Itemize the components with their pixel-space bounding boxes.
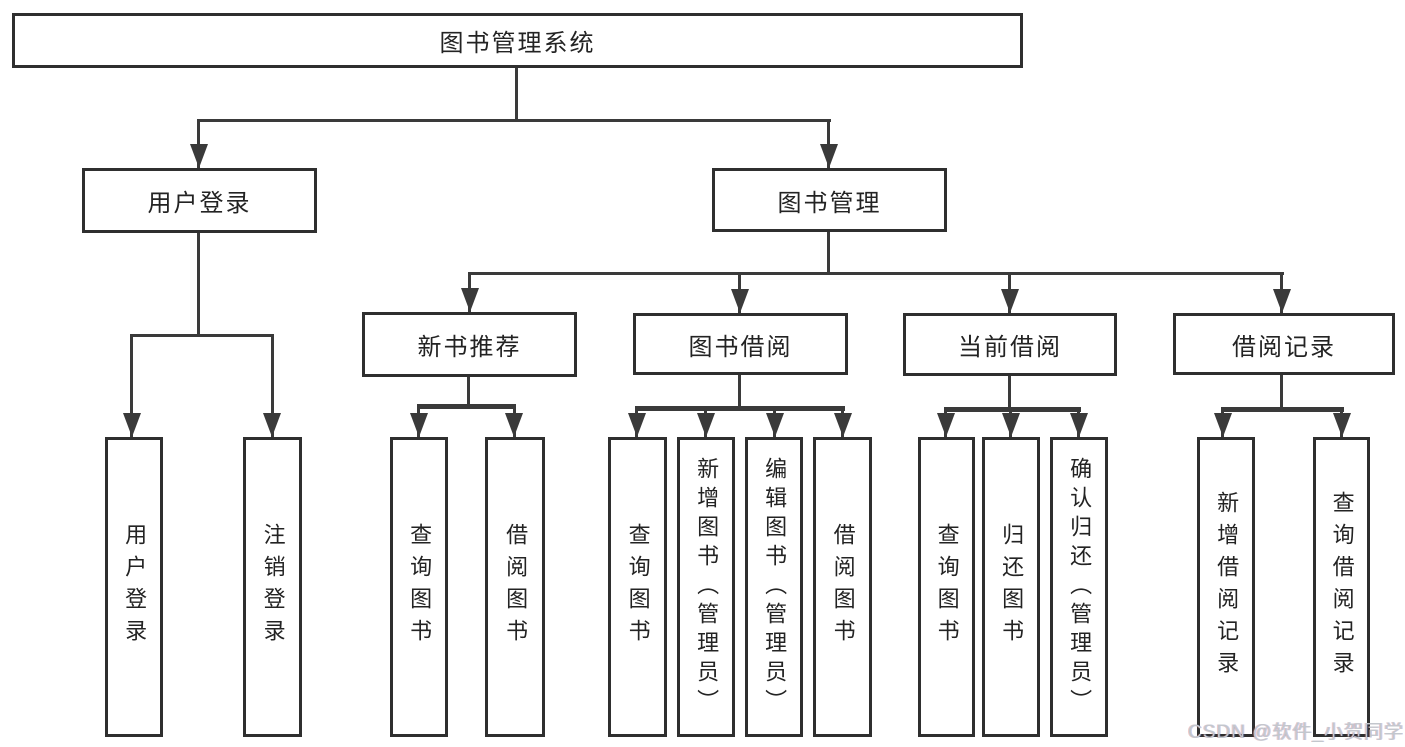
leaf-borrow-books: 借阅图书	[813, 437, 872, 737]
connector-line	[417, 404, 516, 409]
connector-line	[130, 334, 133, 437]
arrow-down-icon	[731, 289, 749, 313]
node-label: 借阅记录	[1232, 333, 1336, 361]
arrow-down-icon	[1273, 289, 1291, 313]
node-label: 借阅图书	[830, 523, 856, 651]
node-new-book-recommendation: 新书推荐	[362, 312, 577, 377]
leaf-user-login: 用户登录	[105, 437, 163, 737]
leaf-add-borrow-record: 新增借阅记录	[1197, 437, 1255, 737]
arrow-down-icon	[697, 413, 715, 437]
node-current-borrowing: 当前借阅	[903, 313, 1117, 376]
arrow-down-icon	[766, 413, 784, 437]
arrow-down-icon	[1001, 289, 1019, 313]
node-label: 新增借阅记录	[1214, 491, 1240, 683]
node-label: 新书推荐	[417, 334, 522, 361]
connector-line	[827, 232, 830, 275]
leaf-add-book-admin: 新增图书（管理员）	[677, 437, 735, 737]
arrow-down-icon	[628, 413, 646, 437]
arrow-down-icon	[461, 288, 479, 312]
arrow-down-icon	[123, 413, 141, 437]
node-label: 当前借阅	[958, 334, 1062, 361]
arrow-down-icon	[263, 413, 281, 437]
node-label: 查询图书	[625, 523, 651, 651]
connector-line	[827, 119, 830, 168]
connector-line	[738, 375, 741, 407]
leaf-query-books-current: 查询图书	[918, 437, 975, 737]
connector-line	[198, 119, 831, 122]
node-label: 查询借阅记录	[1329, 491, 1355, 683]
leaf-return-books: 归还图书	[982, 437, 1040, 737]
connector-line	[197, 119, 200, 168]
node-label: 新增图书（管理员）	[694, 456, 720, 718]
connector-line	[1008, 376, 1011, 408]
arrow-down-icon	[410, 413, 428, 437]
node-label: 查询图书	[407, 523, 433, 651]
node-label: 图书管理系统	[439, 30, 596, 57]
arrow-down-icon	[1002, 413, 1020, 437]
arrow-down-icon	[190, 144, 208, 168]
node-book-borrowing: 图书借阅	[633, 313, 848, 375]
arrow-down-icon	[1214, 413, 1232, 437]
node-label: 查询图书	[934, 523, 960, 651]
arrow-down-icon	[834, 413, 852, 437]
connector-line	[1280, 375, 1283, 408]
arrow-down-icon	[1333, 413, 1351, 437]
connector-line	[467, 377, 470, 407]
node-label: 用户登录	[122, 523, 148, 651]
leaf-query-borrow-record: 查询借阅记录	[1313, 437, 1370, 737]
node-label: 确认归还（管理员）	[1067, 456, 1093, 718]
leaf-confirm-return-admin: 确认归还（管理员）	[1050, 437, 1108, 737]
arrow-down-icon	[505, 413, 523, 437]
node-label: 借阅图书	[503, 523, 529, 651]
arrow-down-icon	[937, 413, 955, 437]
watermark: CSDN @软件_小贺同学	[1188, 722, 1404, 743]
connector-line	[130, 334, 274, 337]
connector-line	[197, 233, 200, 337]
node-borrowing-records: 借阅记录	[1173, 313, 1395, 375]
arrow-down-icon	[1070, 413, 1088, 437]
leaf-edit-book-admin: 编辑图书（管理员）	[745, 437, 803, 737]
connector-line	[515, 68, 518, 119]
connector-line	[635, 406, 845, 411]
node-label: 图书管理	[777, 189, 882, 217]
node-label: 编辑图书（管理员）	[762, 456, 788, 718]
node-root: 图书管理系统	[12, 13, 1023, 68]
connector-line	[944, 407, 1081, 412]
node-book-management: 图书管理	[712, 168, 947, 232]
connector-line	[1221, 407, 1344, 412]
leaf-borrow-books-recommend: 借阅图书	[485, 437, 545, 737]
node-user-login: 用户登录	[82, 168, 317, 233]
leaf-query-books-borrow: 查询图书	[608, 437, 667, 737]
node-label: 图书借阅	[688, 333, 793, 361]
arrow-down-icon	[820, 144, 838, 168]
leaf-logout: 注销登录	[243, 437, 302, 737]
leaf-query-books-recommend: 查询图书	[390, 437, 448, 737]
connector-line	[468, 272, 1284, 275]
node-label: 用户登录	[147, 190, 252, 217]
node-label: 归还图书	[999, 523, 1025, 651]
node-label: 注销登录	[260, 523, 286, 651]
connector-line	[271, 334, 274, 437]
